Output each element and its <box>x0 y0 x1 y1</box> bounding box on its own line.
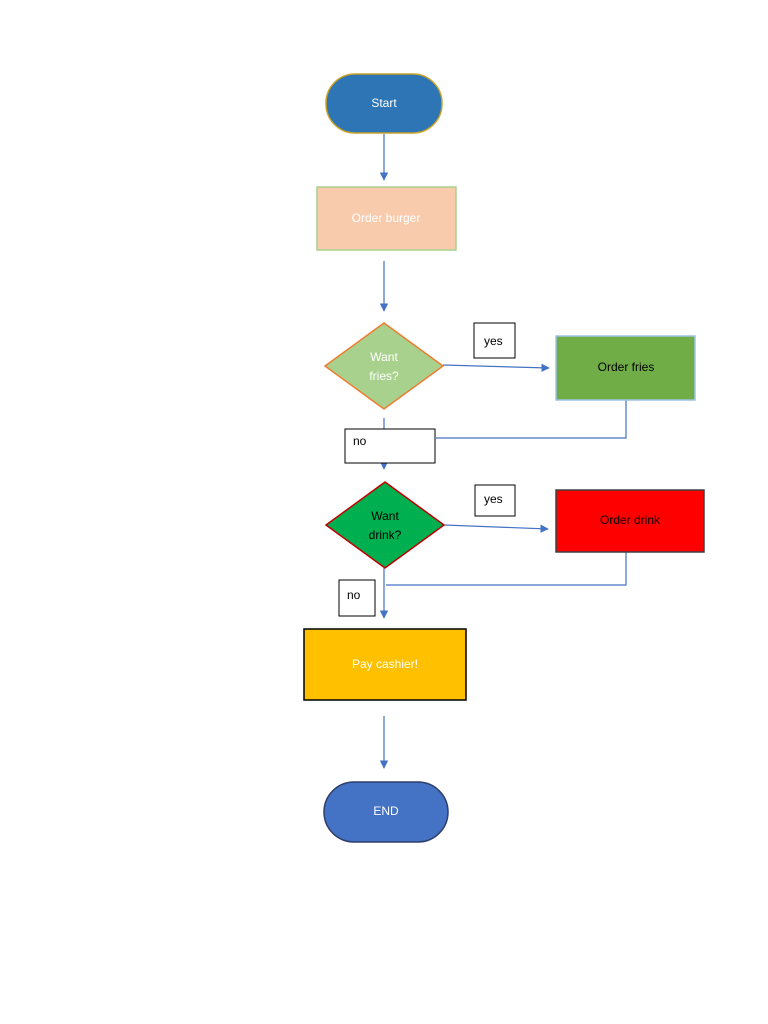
order-fries-node: Order fries <box>555 335 696 401</box>
drink-no-label-box: no <box>338 579 376 617</box>
fries-yes-label-box: yes <box>473 322 516 359</box>
connector-drink-yes <box>443 524 549 533</box>
pay-cashier-label: Pay cashier! <box>352 657 418 671</box>
drink-yes-label-box: yes <box>474 484 516 517</box>
drink-yes-box <box>474 484 516 517</box>
start-node: Start <box>325 73 443 134</box>
fries-no-label-box: no <box>344 428 436 464</box>
fries-yes-text: yes <box>484 334 503 348</box>
want-drink-decision: Want drink? <box>324 481 446 569</box>
end-label: END <box>373 804 399 818</box>
end-node: END <box>323 781 449 843</box>
fries-no-box <box>344 428 436 464</box>
want-fries-label-line1: Want <box>370 350 398 364</box>
drink-no-box <box>338 579 376 617</box>
drink-yes-text: yes <box>484 492 503 506</box>
want-drink-shape <box>324 481 446 569</box>
order-fries-label: Order fries <box>598 360 655 374</box>
drink-no-text: no <box>347 588 361 602</box>
want-drink-label-line2: drink? <box>369 528 402 542</box>
order-drink-label: Order drink <box>600 513 661 527</box>
order-burger-label: Order burger <box>352 211 421 225</box>
fries-no-text: no <box>353 434 367 448</box>
connector-order-fries-return <box>436 400 627 439</box>
order-burger-node: Order burger <box>316 186 457 251</box>
want-fries-shape <box>323 322 445 410</box>
pay-cashier-shape <box>303 628 467 701</box>
connector-order-drink-return <box>386 552 627 586</box>
start-label: Start <box>371 96 397 110</box>
order-fries-shape <box>555 335 696 401</box>
want-fries-label-line2: fries? <box>369 369 399 383</box>
start-shape <box>325 73 443 134</box>
order-drink-shape <box>555 489 705 553</box>
order-burger-shape <box>316 186 457 251</box>
order-drink-node: Order drink <box>555 489 705 553</box>
connector-fries-yes <box>442 363 550 372</box>
fries-yes-box <box>473 322 516 359</box>
want-fries-decision: Want fries? <box>323 322 445 410</box>
pay-cashier-node: Pay cashier! <box>303 628 467 701</box>
want-drink-label-line1: Want <box>371 509 399 523</box>
end-shape <box>323 781 449 843</box>
